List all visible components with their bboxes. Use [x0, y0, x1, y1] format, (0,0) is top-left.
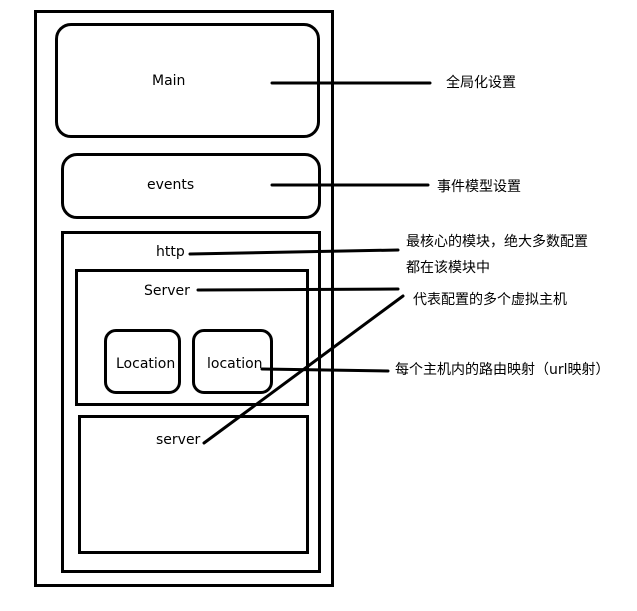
- server-upper-label: Server: [144, 283, 190, 299]
- location-1-label: Location: [116, 356, 176, 372]
- server-lower-label: server: [156, 432, 201, 448]
- http-annotation-line1: 最核心的模块，绝大多数配置: [406, 234, 588, 250]
- main-annotation: 全局化设置: [446, 75, 516, 91]
- events-label: events: [147, 177, 195, 193]
- location-block-1: [104, 329, 181, 394]
- location-annotation: 每个主机内的路由映射（url映射）: [395, 362, 610, 378]
- main-label: Main: [152, 73, 186, 89]
- events-annotation: 事件模型设置: [437, 179, 521, 195]
- main-block: [55, 23, 320, 138]
- http-label: http: [156, 244, 185, 260]
- servers-annotation: 代表配置的多个虚拟主机: [413, 292, 567, 308]
- http-annotation-line2: 都在该模块中: [406, 260, 490, 276]
- location-2-label: location: [207, 356, 263, 372]
